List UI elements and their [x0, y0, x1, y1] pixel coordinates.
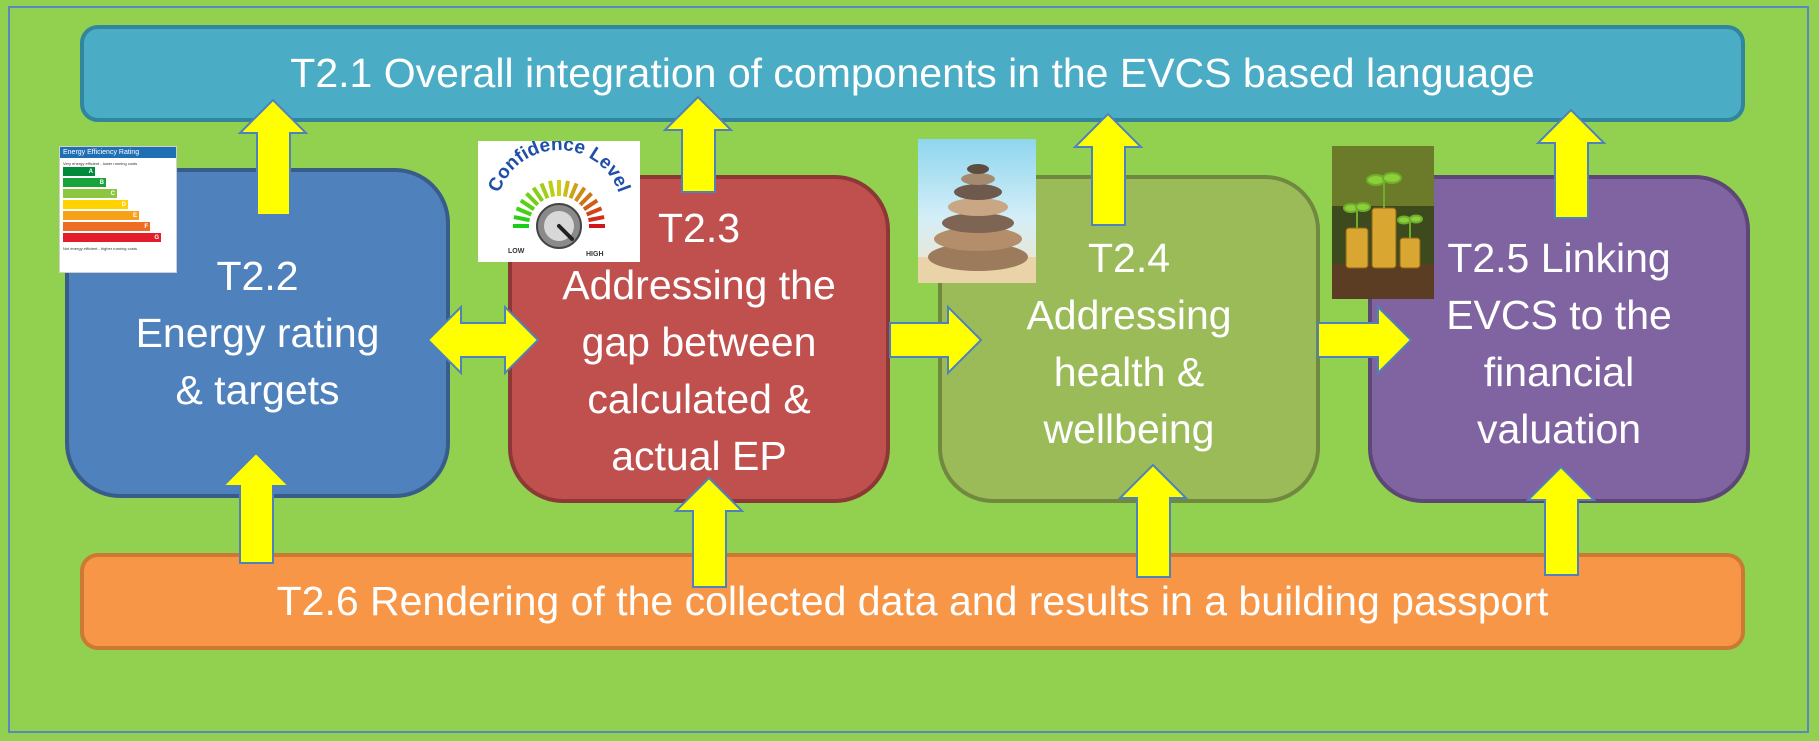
stacked-stones-icon: [918, 139, 1036, 283]
task-t24-line-1: T2.4: [1087, 235, 1171, 281]
gauge-tick: [574, 186, 587, 203]
gauge-tick: [578, 192, 593, 207]
gauge-tick: [539, 182, 550, 200]
task-t25-line-3: financial: [1483, 349, 1635, 395]
confidence-gauge-ticks: [513, 180, 605, 228]
arrow-t24-to-t25: [1317, 304, 1413, 376]
task-t24-line-4: wellbeing: [1043, 406, 1215, 452]
energy-band-e: E: [63, 211, 139, 220]
task-t26-label: T2.6 Rendering of the collected data and…: [276, 578, 1549, 624]
energy-band-letter: C: [110, 190, 115, 197]
energy-band-letter: F: [144, 223, 148, 230]
task-t24-line-3: health &: [1053, 349, 1205, 395]
energy-band-b: B: [63, 178, 106, 187]
confidence-gauge-high: HIGH: [586, 251, 604, 258]
confidence-gauge-pointer: [557, 224, 574, 241]
task-t25-line-1: T2.5 Linking: [1447, 235, 1671, 281]
task-t24-line-2: Addressing: [1026, 292, 1232, 338]
arrow-t26-to-t22: [220, 451, 292, 564]
gauge-tick: [531, 186, 544, 203]
energy-label-title: Energy Efficiency Rating: [60, 147, 176, 158]
energy-band-g: G: [63, 233, 161, 242]
arrow-t24-to-t21: [1072, 112, 1144, 226]
energy-band-a: A: [63, 167, 95, 176]
task-t21-bar: T2.1 Overall integration of components i…: [80, 25, 1745, 122]
gauge-tick: [513, 215, 530, 223]
task-t22-line-3: & targets: [175, 366, 340, 413]
energy-band-f: F: [63, 222, 150, 231]
energy-band-letter: E: [132, 212, 137, 219]
task-t23-line-1: T2.3: [657, 204, 741, 251]
energy-band-letter: B: [99, 179, 104, 186]
confidence-gauge-graphic: Confidence Level LOW HIGH: [484, 134, 634, 258]
coins-seedlings-image: [1332, 146, 1434, 299]
energy-band-c: C: [63, 189, 117, 198]
gauge-tick: [525, 192, 540, 207]
task-t22-line-1: T2.2: [216, 252, 299, 299]
gauge-tick: [585, 206, 603, 217]
task-t25-line-4: valuation: [1476, 406, 1642, 452]
task-t21-label: T2.1 Overall integration of components i…: [290, 50, 1535, 96]
coin-stacks-seedlings-icon: [1332, 146, 1434, 299]
task-t23-line-5: actual EP: [611, 432, 787, 479]
outer-frame: [8, 6, 1809, 733]
arrow-t26-to-t25: [1525, 465, 1597, 576]
gauge-tick: [548, 180, 556, 197]
energy-band-d: D: [63, 200, 128, 209]
energy-rating-label-image: Energy Efficiency Rating Very energy eff…: [59, 146, 177, 273]
confidence-level-gauge-image: Confidence Level LOW HIGH: [478, 134, 640, 262]
task-t26-bar: T2.6 Rendering of the collected data and…: [80, 553, 1745, 650]
confidence-gauge-low: LOW: [508, 248, 525, 255]
energy-band-letter: D: [121, 201, 126, 208]
gauge-tick: [515, 206, 533, 217]
arrow-t22-to-t21: [237, 98, 309, 216]
arrow-t26-to-t23: [673, 476, 745, 588]
energy-label-bottom-note: Not energy efficient - higher running co…: [63, 246, 137, 251]
task-t22-line-2: Energy rating: [135, 309, 380, 356]
arrow-t25-to-t21: [1535, 108, 1607, 219]
arrow-t23-to-t24: [889, 304, 983, 376]
task-t23-line-4: calculated &: [587, 375, 811, 422]
gauge-tick: [588, 215, 605, 223]
gauge-tick: [582, 198, 599, 211]
arrow-t23-to-t21: [662, 95, 734, 193]
energy-label-top-note: Very energy efficient - lower running co…: [63, 161, 138, 166]
energy-band-letter: A: [88, 168, 93, 175]
arrow-t22-t23-bidirectional: [426, 304, 540, 376]
stacked-stones-image: [918, 139, 1036, 283]
gauge-tick: [568, 182, 579, 200]
gauge-tick: [519, 198, 536, 211]
task-t25-line-2: EVCS to the: [1446, 292, 1672, 338]
energy-band-letter: G: [154, 234, 159, 241]
gauge-tick: [562, 180, 570, 197]
task-t23-line-3: gap between: [581, 318, 817, 365]
arrow-t26-to-t24: [1117, 463, 1189, 578]
task-t23-line-2: Addressing the: [562, 261, 836, 308]
